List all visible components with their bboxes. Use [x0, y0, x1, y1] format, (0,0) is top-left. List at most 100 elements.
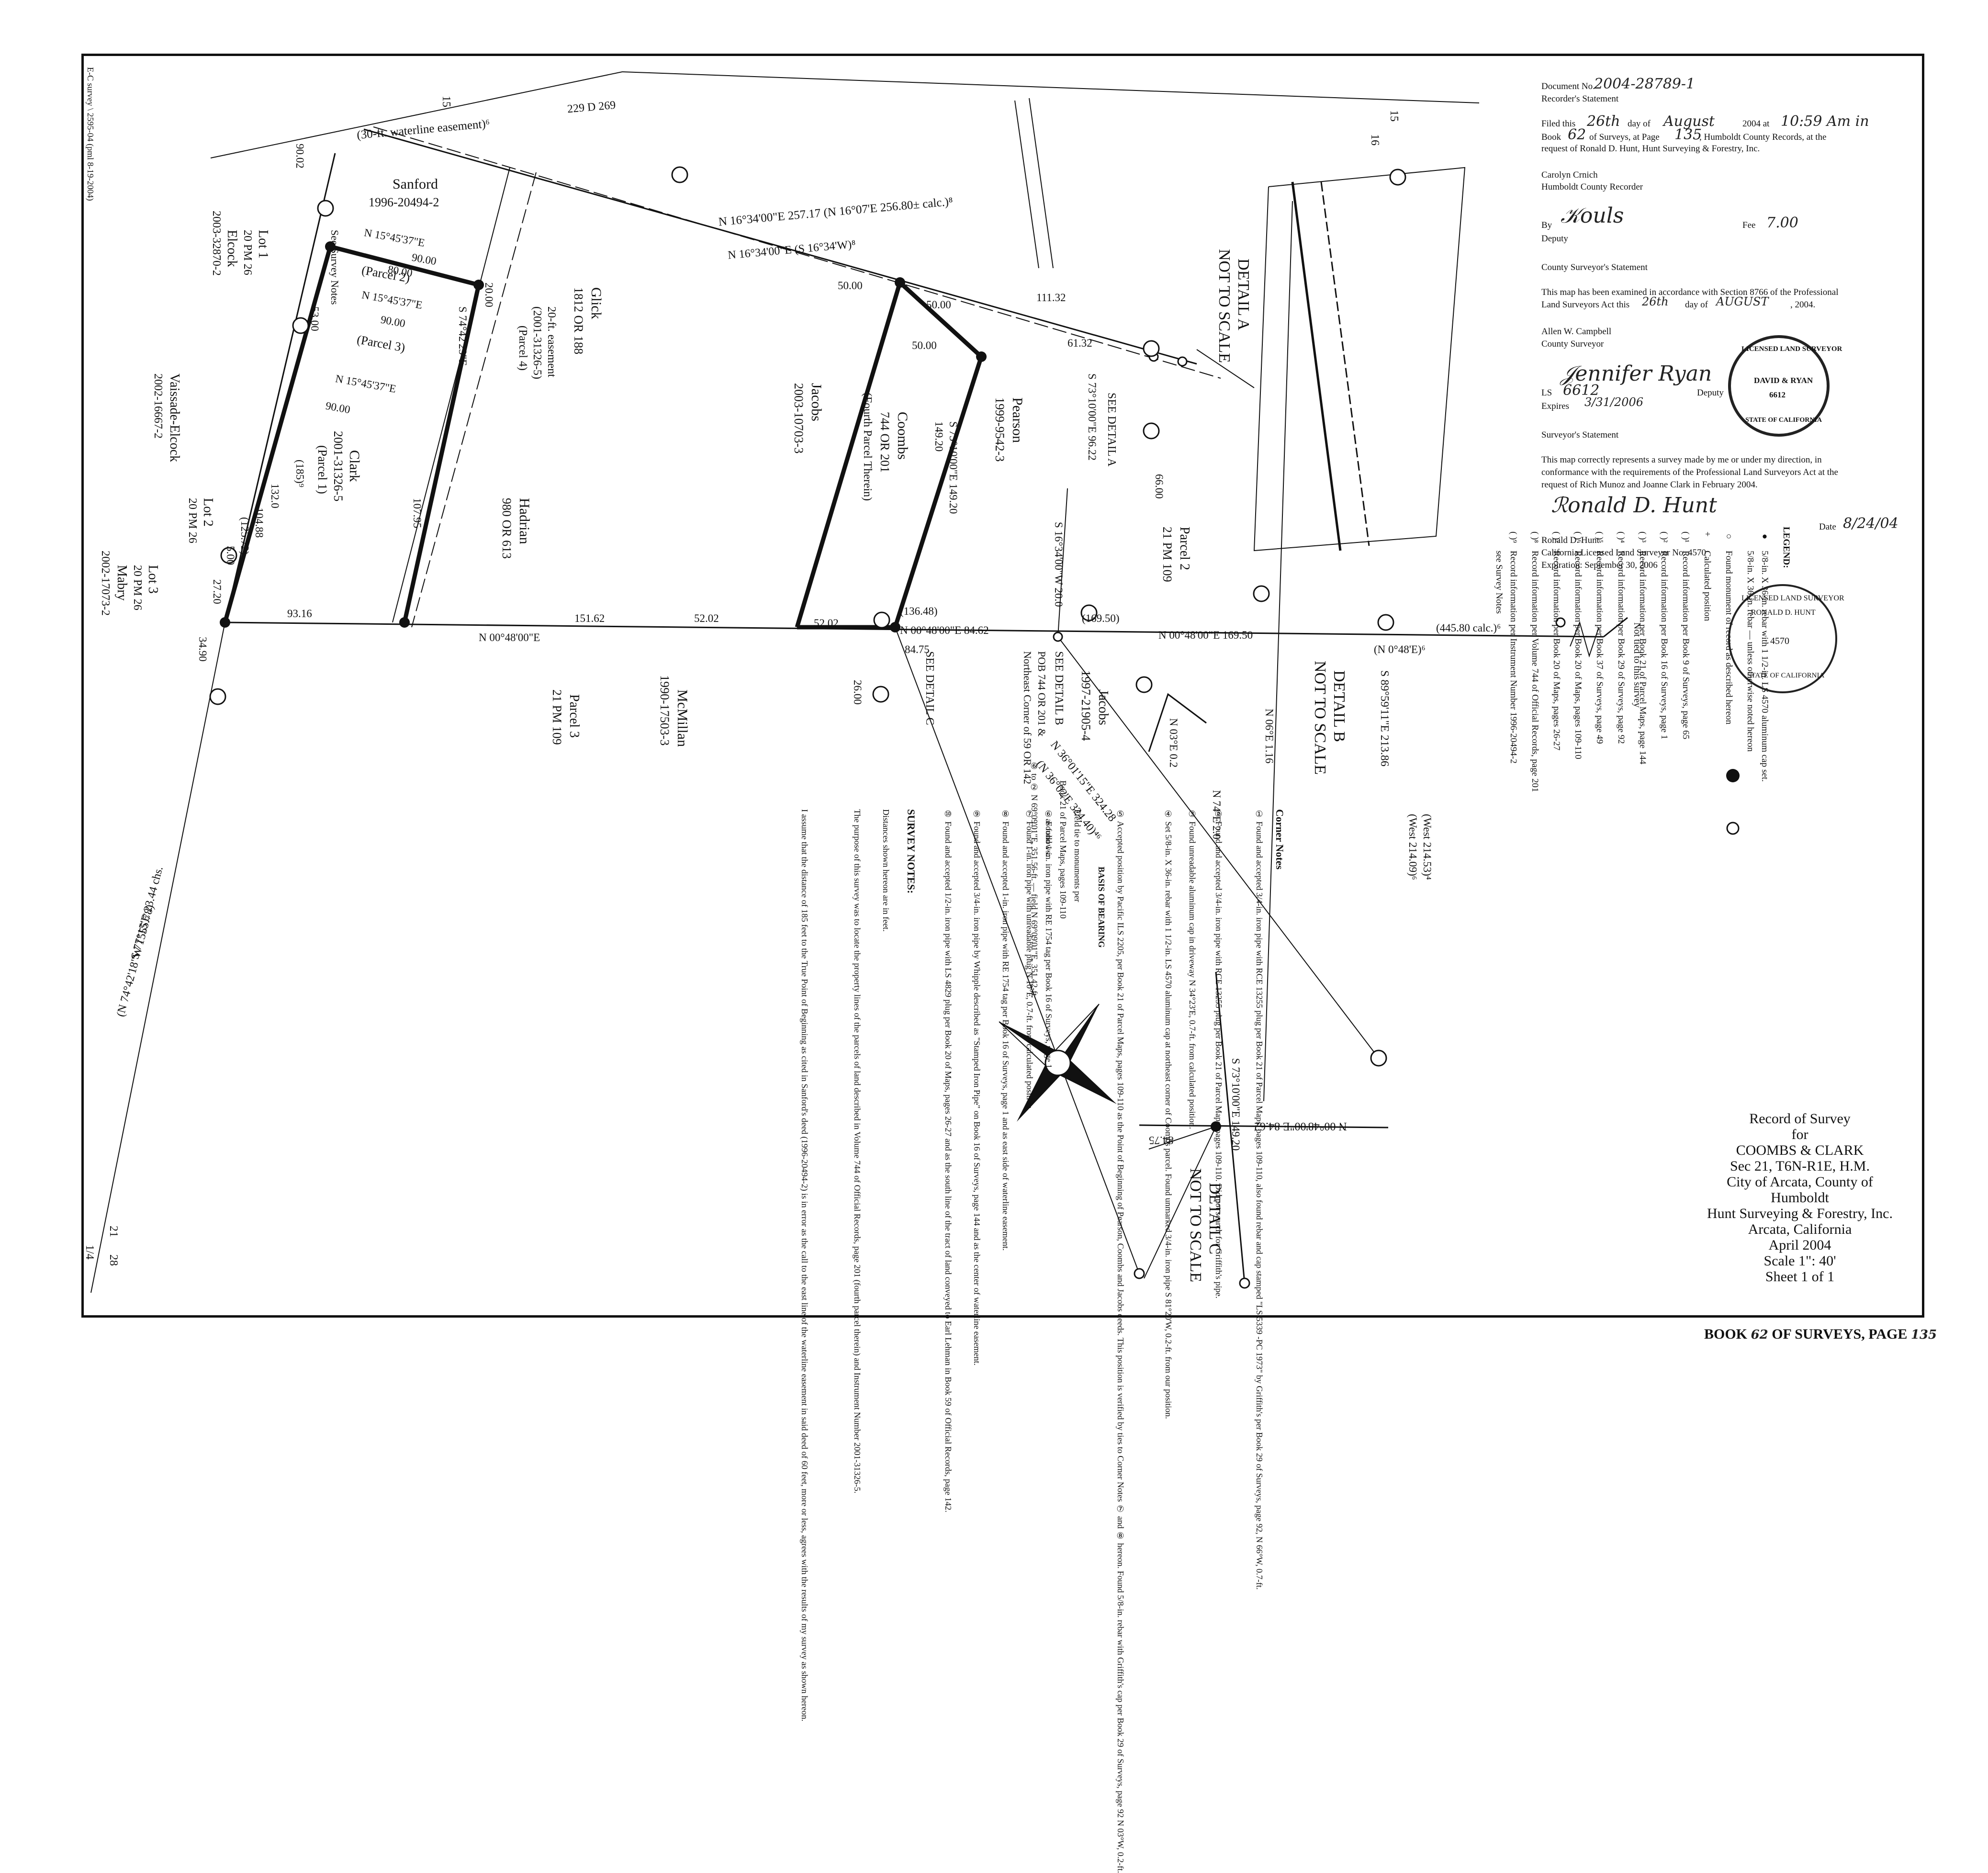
- label-see-detail-a: SEE DETAIL A: [1105, 393, 1118, 467]
- examined-line-2b: day of: [1685, 300, 1708, 310]
- legend-item-13: Record information per Instrument Number…: [1508, 551, 1518, 764]
- examined-day: 26th: [1642, 295, 1669, 308]
- south-line: [1603, 617, 1628, 638]
- seal1-no: 6612: [1769, 390, 1786, 399]
- label-5300: 53.00: [309, 306, 321, 331]
- label-easement-20: 20-ft. easement: [545, 306, 558, 377]
- label-parcel3-map-no: 21 PM 109: [550, 689, 564, 745]
- surveyed-line: [329, 244, 480, 287]
- monument-found: [1555, 617, 1566, 628]
- examined-line-2a: Land Surveyors Act this: [1541, 300, 1630, 310]
- detail-a-line: [1196, 349, 1255, 388]
- label-lot1: Lot 1: [256, 230, 270, 259]
- basis-title: BASIS OF BEARING: [1097, 867, 1106, 948]
- legend-item-11: Record information per Book 20 of Maps, …: [1551, 551, 1561, 751]
- seal1-bottom: STATE OF CALIFORNIA: [1745, 417, 1822, 424]
- survey-note-2: The purpose of this survey was to locate…: [853, 809, 862, 1494]
- label-sanford-no: 1996-20494-2: [369, 195, 439, 209]
- label-s73-14920: S 73°10'00"E 149.20: [947, 421, 959, 514]
- label-15a: 15: [440, 96, 452, 107]
- label-parcel2-map: Parcel 2: [1177, 527, 1192, 570]
- survey-note-1: Distances shown hereon are in feet.: [881, 809, 891, 932]
- book-footer: BOOK 62 OF SURVEYS, PAGE 135: [1704, 1327, 1937, 1342]
- corner-number: [1377, 614, 1394, 631]
- surveyed-line: [223, 246, 333, 623]
- filed-text-a: Filed this: [1541, 119, 1576, 129]
- title-block: Record of Survey for COOMBS & CLARK Sec …: [1704, 1111, 1896, 1285]
- label-coombs-parcel: (Fourth Parcel Therein): [861, 393, 874, 501]
- legend-item-7: Record information per Book 21 of Parcel…: [1638, 551, 1648, 765]
- corner-number: [209, 688, 226, 705]
- boundary-line: [1029, 98, 1054, 269]
- monument-set: [890, 622, 900, 632]
- doc-no-value: 2004-28789-1: [1594, 76, 1696, 92]
- county-surveyor-statement: County Surveyor's Statement: [1541, 262, 1648, 272]
- request-line: request of Ronald D. Hunt, Hunt Surveyin…: [1541, 144, 1760, 154]
- legend-item-5: Record information per Book 9 of Surveys…: [1681, 551, 1691, 740]
- corner-note-6: ⑥ Found 1-in. iron pipe with RE 1754 tag…: [1044, 809, 1054, 1071]
- label-detail-c: DETAIL C: [1206, 1183, 1224, 1254]
- corner-number: [1135, 676, 1153, 693]
- label-5202b: 52.02: [814, 617, 839, 629]
- recorder-name: Carolyn Crnich: [1541, 170, 1598, 180]
- title-line-6: Hunt Surveying & Forestry, Inc.: [1707, 1206, 1893, 1221]
- corner-number: [317, 200, 334, 217]
- label-west1: (West 214.09)⁶: [1407, 814, 1419, 880]
- surveyed-line: [795, 282, 902, 628]
- legend-sym-12: ( )⁸: [1530, 531, 1540, 543]
- monument-set: [325, 241, 336, 252]
- label-pearson-no: 1999-9542-3: [993, 397, 1007, 462]
- legend-sym-13: ( )⁹: [1508, 531, 1518, 543]
- label-mcmillan-no: 1990-17503-3: [658, 675, 672, 746]
- label-clark-no: 2001-31326-5: [331, 431, 345, 502]
- statements-panel: Document No. 2004-28789-1 Recorder's Sta…: [1541, 76, 1915, 608]
- book-text-b: of Surveys, at Page: [1589, 132, 1660, 142]
- label-vaissade: Vaissade-Elcock: [167, 373, 182, 463]
- label-n004800: N 00°48'00"E: [479, 632, 540, 643]
- detail-a-box: [1253, 167, 1466, 552]
- ls-value: 6612: [1563, 382, 1600, 399]
- monument-set: [895, 277, 905, 288]
- book-number: 62: [1568, 126, 1586, 143]
- deputy-label: Deputy: [1541, 234, 1568, 244]
- label-sec21: 21: [107, 1226, 120, 1237]
- expires-value: 3/31/2006: [1584, 395, 1644, 409]
- label-12572: (125.72): [239, 517, 251, 555]
- corner-note-10: ⑩ Found and accepted 1/2-in. iron pipe w…: [943, 809, 953, 1512]
- label-s8959: S 89°59'11"E 213.86: [1378, 670, 1391, 767]
- boundary-line: [1014, 100, 1039, 269]
- examined-line-2c: , 2004.: [1790, 300, 1816, 310]
- label-9002: 90.02: [294, 144, 306, 169]
- legend-sym-9: ( )⁵: [1595, 531, 1605, 543]
- boundary-line: [210, 71, 623, 158]
- recorder-signature: 𝒦ouls: [1561, 203, 1624, 228]
- label-easement-20-parcel: (Parcel 4): [517, 326, 529, 371]
- detail-c-line: [1139, 1124, 1389, 1128]
- label-detail-a-nts: NOT TO SCALE: [1215, 249, 1233, 363]
- legend-title: LEGEND:: [1781, 527, 1791, 568]
- corner-number: [872, 686, 889, 703]
- legend-item-8: Record information per Book 29 of Survey…: [1616, 551, 1626, 744]
- label-s7442: S 74°42'23"E: [457, 306, 469, 366]
- label-see-detail-b: SEE DETAIL B: [1053, 651, 1065, 725]
- footer-page: 135: [1910, 1328, 1937, 1342]
- label-jacobs2-no: 1997-21905-4: [1079, 670, 1093, 741]
- surveyed-line: [402, 284, 481, 623]
- label-clark: Clark: [347, 450, 362, 482]
- legend-sym-1: ●: [1760, 531, 1770, 542]
- basis-of-bearing: BASIS OF BEARING Field tie to monuments …: [1029, 761, 1202, 1029]
- north-arrow: [999, 1004, 1117, 1122]
- label-jacobs: Jacobs: [809, 383, 824, 421]
- ls-label: LS: [1541, 388, 1552, 398]
- corner-number: [220, 547, 237, 564]
- boundary-line: [224, 153, 336, 623]
- label-5202a: 52.02: [694, 612, 719, 624]
- seal2-bottom: STATE OF CALIFORNIA: [1747, 672, 1825, 679]
- title-line-5: City of Arcata, County of Humboldt: [1727, 1174, 1873, 1206]
- label-8475: 84.75: [905, 643, 930, 655]
- label-mabry: Mabry: [114, 565, 129, 601]
- examined-month: AUGUST: [1716, 295, 1769, 308]
- surveyor-statement: Surveyor's Statement: [1541, 430, 1619, 440]
- legend-sym-3: ○: [1724, 531, 1734, 542]
- surveyor-license: California Licensed Land Surveyor No. 45…: [1541, 548, 1707, 558]
